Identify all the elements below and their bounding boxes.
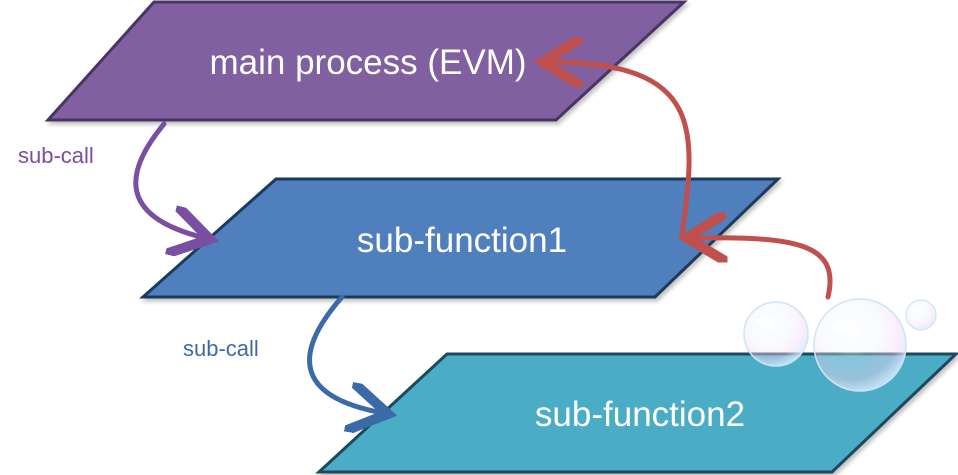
return-arrow-sub2-to-sub1 xyxy=(692,238,833,300)
sub-call-arrow-2 xyxy=(307,294,383,413)
sub-call-label-1: sub-call xyxy=(18,143,94,168)
main-process-label: main process (EVM) xyxy=(209,43,526,82)
sub-function1-label: sub-function1 xyxy=(357,221,567,260)
bubbles-decoration xyxy=(743,298,937,392)
main-process-layer xyxy=(44,0,688,122)
bubble-small-highlight xyxy=(756,317,774,327)
bubble-tiny-highlight xyxy=(912,307,920,313)
sub-call-arrow-1 xyxy=(133,121,205,238)
bubble-small xyxy=(743,301,809,367)
sub-function2-label: sub-function2 xyxy=(535,395,745,434)
bubble-large-highlight xyxy=(831,320,857,334)
bubble-large xyxy=(813,298,907,392)
bubble-tiny xyxy=(905,299,937,331)
sub-call-label-2: sub-call xyxy=(183,336,259,361)
return-arrow-sub1-to-main xyxy=(548,62,692,239)
